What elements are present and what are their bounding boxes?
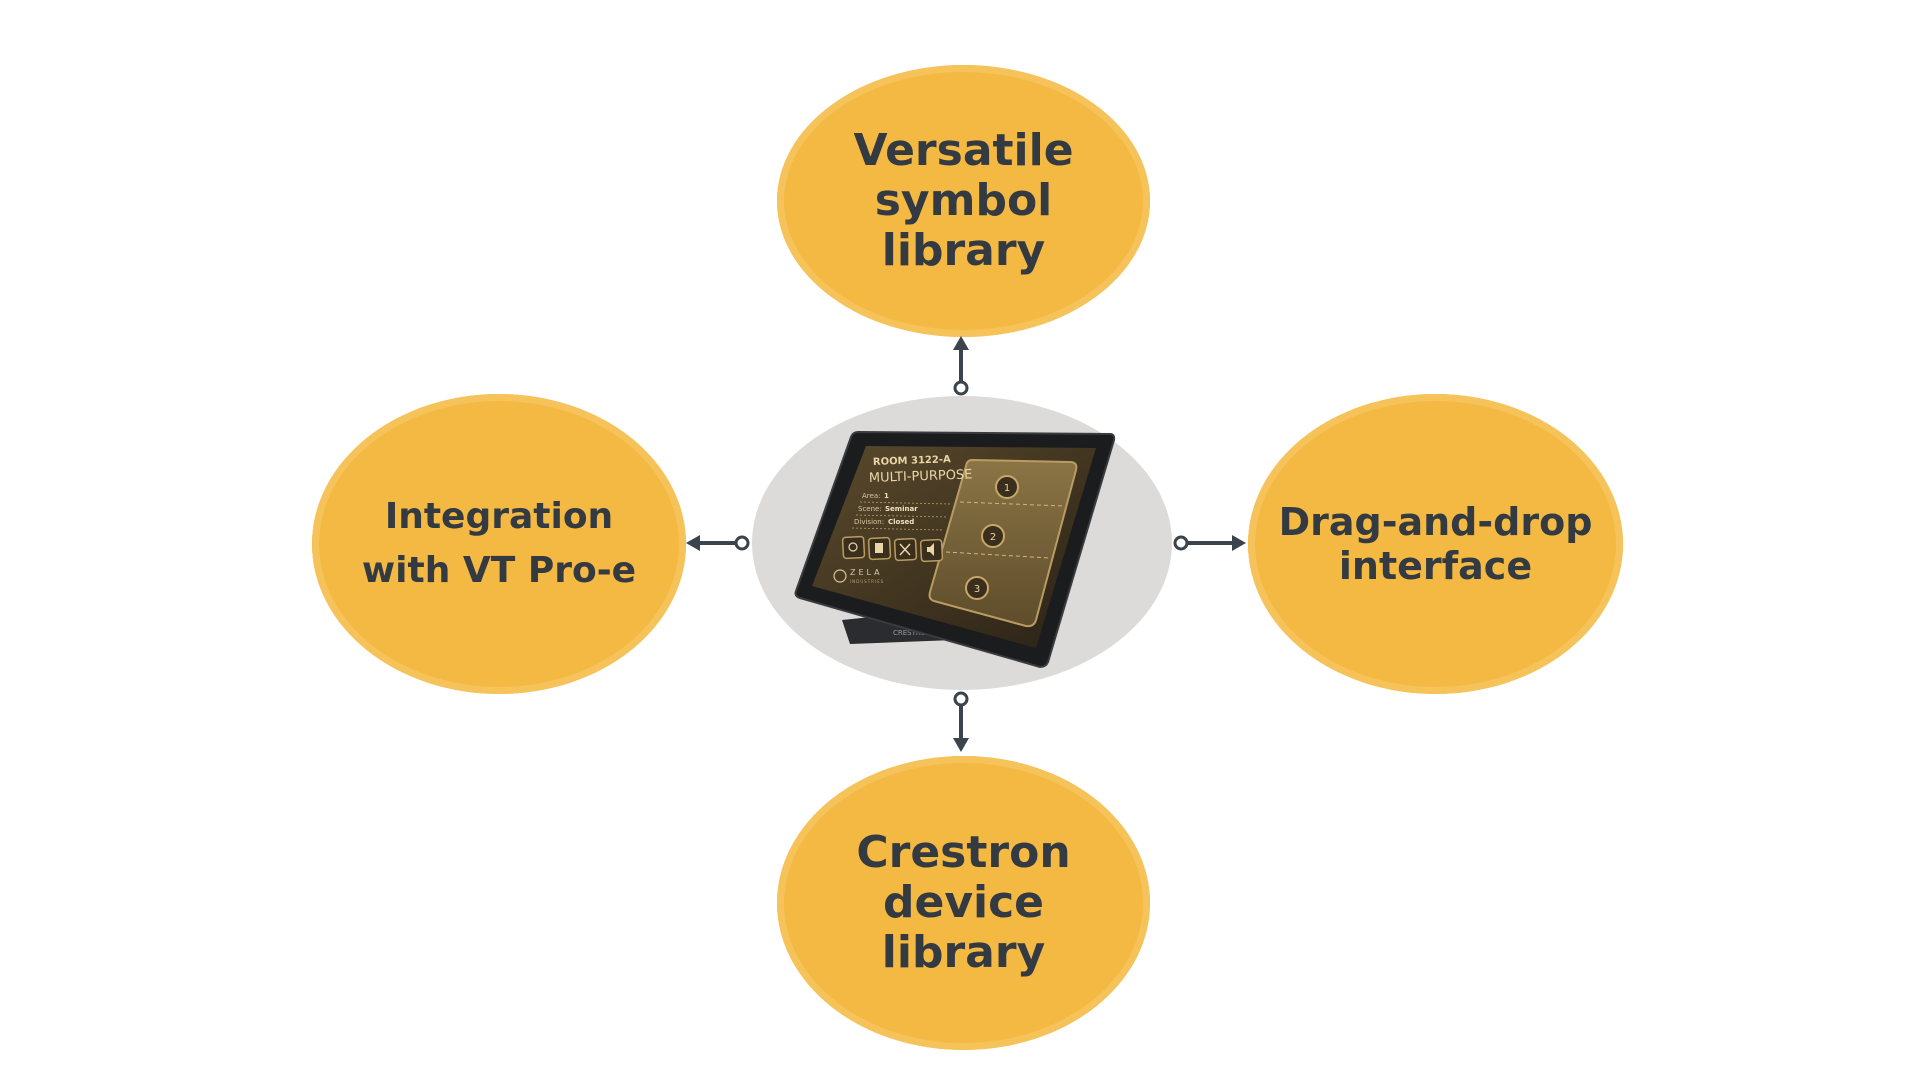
area-label: Area: [862, 492, 880, 500]
zone-label-2: 2 [990, 532, 996, 543]
stand-brand: CRESTRON [893, 629, 932, 637]
node-crestron-device-library: Crestron device library [777, 756, 1150, 1050]
brand-name: ZELA [850, 568, 883, 577]
scene-value: Seminar [885, 505, 918, 513]
arrow-icon-up [953, 336, 969, 396]
node-drag-and-drop-interface: Drag-and-drop interface [1248, 394, 1623, 694]
area-value: 1 [884, 492, 889, 500]
node-versatile-symbol-library: Versatile symbol library [777, 65, 1150, 337]
node-label: Drag-and-drop interface [1278, 500, 1593, 588]
arrow-icon-right [1173, 535, 1246, 551]
room-name: MULTI-PURPOSE [869, 467, 973, 486]
scene-label: Scene: [858, 505, 882, 513]
division-value: Closed [888, 518, 914, 526]
node-label: Crestron device library [856, 827, 1071, 978]
node-integration-vt-pro-e: Integration with VT Pro-e [312, 394, 686, 694]
zone-label-1: 1 [1004, 483, 1010, 494]
node-label: Versatile symbol library [853, 125, 1074, 276]
division-label: Division: [854, 518, 884, 526]
arrow-icon-down [953, 691, 969, 752]
brand-subtitle: INDUSTRIES [850, 579, 884, 584]
arrow-icon-left [686, 535, 750, 551]
touch-panel-device-icon: CRESTRON 1 2 3 ROOM 3122-A MULTI-PURPOSE… [794, 430, 1116, 669]
room-number: ROOM 3122-A [873, 454, 951, 468]
screen-control-buttons [841, 535, 944, 563]
zone-label-3: 3 [974, 584, 980, 595]
node-label: Integration with VT Pro-e [361, 496, 637, 591]
